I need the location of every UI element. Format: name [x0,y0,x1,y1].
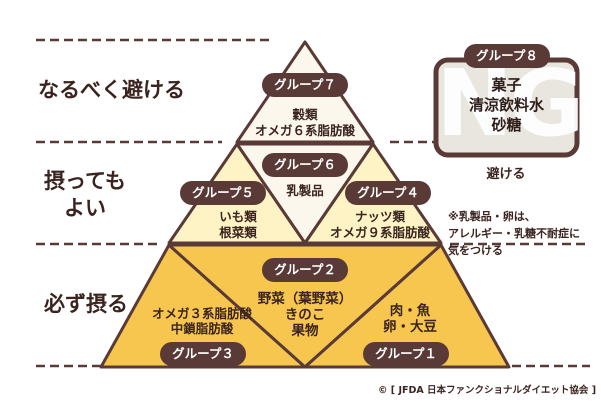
group5-badge: グループ５ [180,181,266,205]
group7-badge: グループ７ [262,73,348,97]
group8-caption: 避ける [486,167,526,182]
tier-label-must: 必ず摂る [44,292,128,316]
group6-item: 乳製品 [286,183,324,198]
group4-badge: グループ４ [345,181,431,205]
group8-badge: グループ８ [464,44,550,68]
group7-item: 穀類 [292,107,318,122]
note-line: ※乳製品・卵は、 [448,210,536,223]
group5-item: いも類 [219,209,257,224]
group4-item: オメガ９系脂肪酸 [329,225,430,240]
group5-item: 根菜類 [219,225,257,240]
group1-badge: グループ１ [363,342,449,366]
group8-item: 菓子 [491,76,522,94]
note-line: アレルギー・乳糖不耐症に [448,227,580,240]
group1-item: 卵・大豆 [383,319,437,335]
group2-item: きのこ [284,307,326,323]
tier-label-avoid: なるべく避ける [38,78,185,102]
group2-item: 野菜（葉野菜） [257,291,353,307]
group8-item: 砂糖 [491,116,522,134]
tier-label-ok-line1: 摂っても [44,169,126,193]
group3-item: 中鎖脂肪酸 [170,321,234,336]
group7-item: オメガ６系脂肪酸 [254,123,355,138]
group4-item: ナッツ類 [354,209,405,224]
bottom-tier-right [303,243,511,369]
note-line: 気をつける [448,244,503,257]
group3-badge: グループ３ [160,342,246,366]
group6-badge: グループ６ [262,153,348,177]
group2-item: 果物 [291,323,319,339]
copyright: © [ JFDA 日本ファンクショナルダイエット協会 ] [378,385,597,396]
group3-item: オメガ３系脂肪酸 [151,306,252,321]
group8-item: 清涼飲料水 [468,96,544,114]
ng-watermark: NG [436,50,585,157]
group1-item: 肉・魚 [389,303,431,319]
tier-label-ok-line2: よい [64,196,106,220]
group2-badge: グループ２ [262,258,348,282]
